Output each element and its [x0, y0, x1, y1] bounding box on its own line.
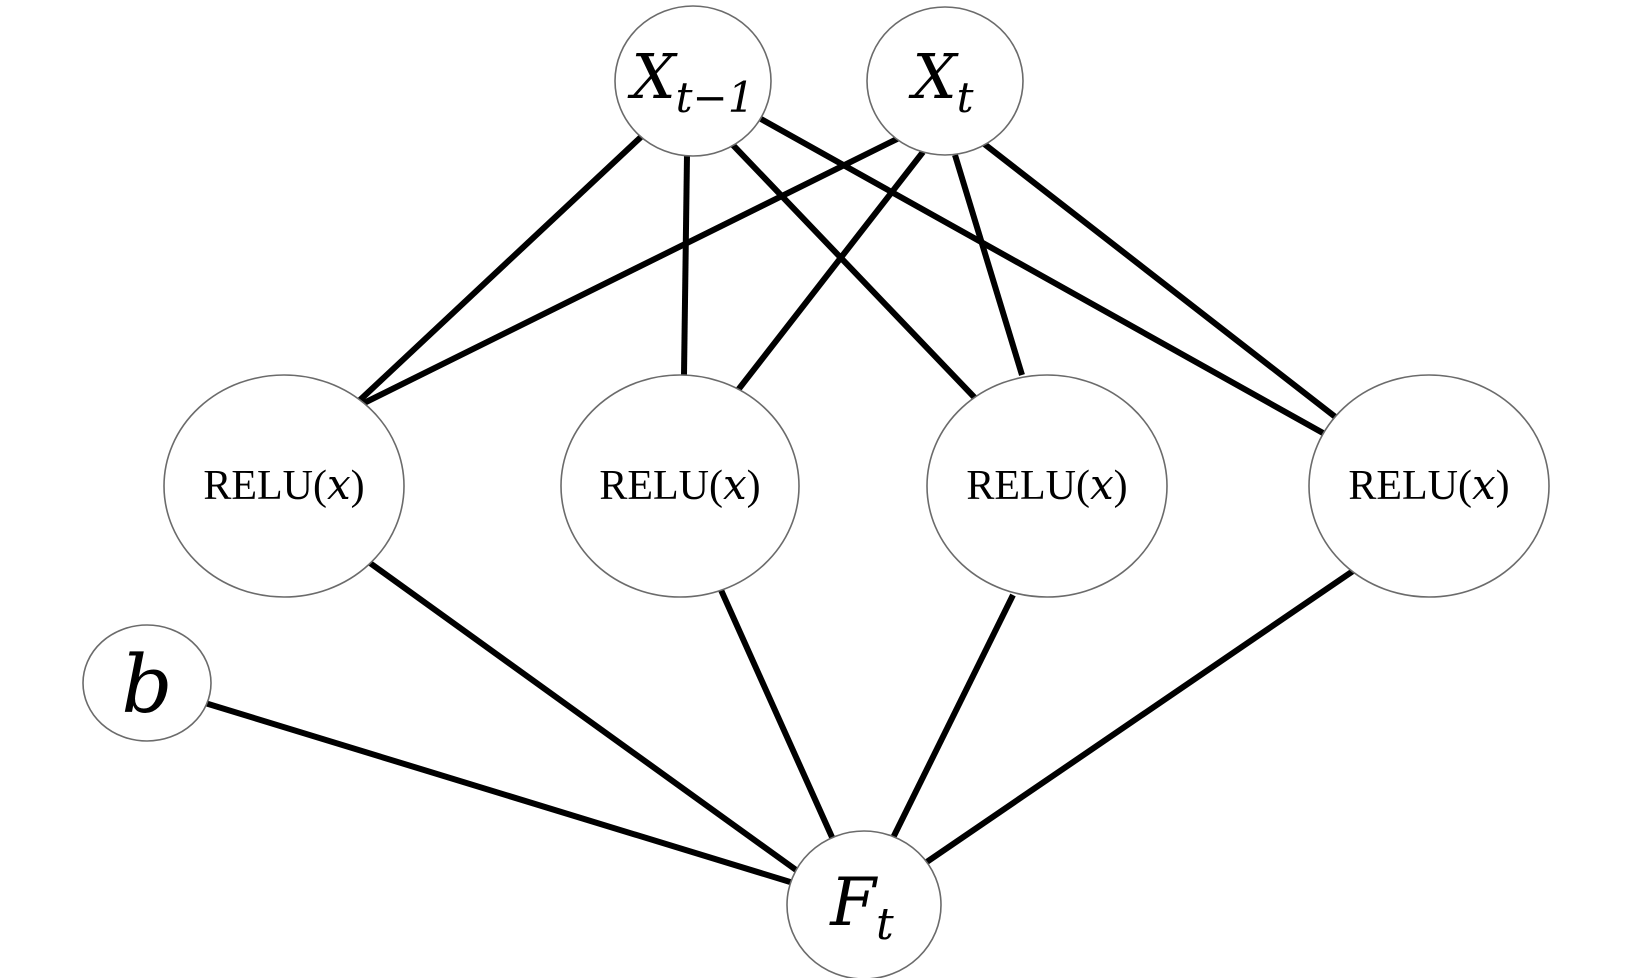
node-output-sub: t: [876, 899, 894, 950]
edge-x-curr-to-relu-4: [981, 140, 1340, 422]
edge-relu-2-to-output: [718, 588, 843, 857]
node-relu-2-label: RELU(x): [599, 460, 760, 509]
node-relu-1: RELU(x): [163, 374, 405, 598]
edge-x-curr-to-relu-1: [358, 135, 901, 408]
node-relu-4-close: ): [1496, 463, 1510, 509]
edge-bias-to-output: [204, 700, 801, 888]
node-relu-4-label: RELU(x): [1348, 460, 1509, 509]
node-relu-2: RELU(x): [560, 374, 800, 598]
node-x-prev-circle: [614, 5, 772, 157]
node-relu-3-func: RELU: [966, 463, 1076, 509]
node-relu-4-open: (: [1458, 463, 1472, 509]
node-bias-circle: [82, 624, 212, 742]
node-relu-3-circle: [926, 374, 1168, 598]
edge-relu-3-to-output: [884, 593, 1016, 852]
node-x-prev: Xt−1: [614, 5, 772, 157]
edge-x-curr-to-relu-2: [735, 150, 926, 392]
node-relu-1-close: ): [351, 463, 365, 509]
node-relu-1-func: RELU: [203, 463, 313, 509]
node-relu-4: RELU(x): [1308, 374, 1550, 598]
edge-x-curr-to-relu-3: [952, 154, 1025, 376]
node-relu-2-close: ): [747, 463, 761, 509]
node-x-curr-sub: t: [957, 73, 974, 122]
node-relu-3-arg: x: [1090, 460, 1114, 509]
node-relu-2-open: (: [709, 463, 723, 509]
node-relu-1-open: (: [313, 463, 327, 509]
node-x-curr-main: X: [908, 40, 959, 113]
node-relu-4-func: RELU: [1348, 463, 1458, 509]
edge-x-prev-to-relu-2: [681, 154, 690, 376]
node-relu-1-label: RELU(x): [203, 460, 364, 509]
node-output-main: F: [829, 864, 878, 941]
edge-relu-4-to-output: [913, 568, 1355, 873]
node-x-prev-main: X: [628, 40, 679, 113]
node-relu-1-circle: [163, 374, 405, 598]
node-relu-4-circle: [1308, 374, 1550, 598]
edge-x-prev-to-relu-4: [759, 116, 1325, 436]
edge-x-prev-to-relu-1: [357, 133, 645, 403]
edge-relu-1-to-output: [368, 560, 812, 883]
node-output-label: Ft: [829, 864, 894, 950]
edge-x-prev-to-relu-3: [728, 140, 978, 401]
node-bias: b: [82, 624, 212, 742]
node-relu-3-label: RELU(x): [966, 460, 1127, 509]
node-x-curr-circle: [866, 6, 1024, 156]
node-bias-label: b: [121, 638, 172, 731]
node-relu-3-open: (: [1076, 463, 1090, 509]
node-x-curr-label: Xt: [908, 40, 973, 122]
node-relu-2-circle: [560, 374, 800, 598]
node-relu-3-close: ): [1114, 463, 1128, 509]
node-x-prev-sub: t−1: [676, 73, 755, 122]
node-x-curr: Xt: [866, 6, 1024, 156]
node-relu-2-func: RELU: [599, 463, 709, 509]
node-relu-1-arg: x: [327, 460, 351, 509]
node-output: Ft: [786, 830, 942, 978]
node-output-circle: [786, 830, 942, 978]
node-relu-3: RELU(x): [926, 374, 1168, 598]
node-relu-2-arg: x: [723, 460, 747, 509]
node-relu-4-arg: x: [1472, 460, 1496, 509]
node-x-prev-label: Xt−1: [628, 40, 755, 122]
